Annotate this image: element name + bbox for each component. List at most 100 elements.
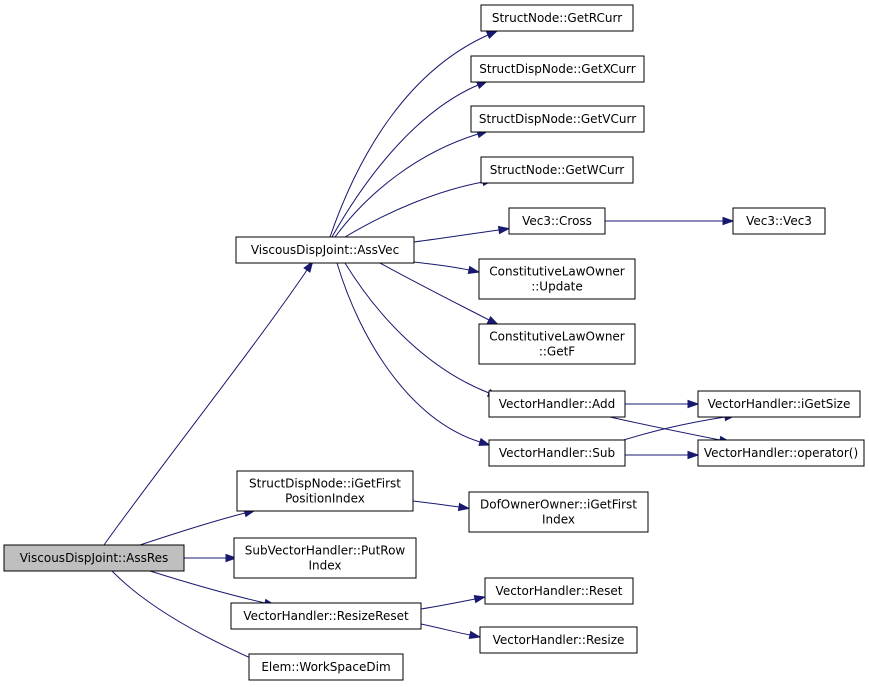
node-label: Elem::WorkSpaceDim	[261, 660, 390, 674]
node-box	[470, 105, 645, 133]
node-label: ViscousDispJoint::AssVec	[251, 243, 399, 257]
edge-sub-to-igetsize	[619, 412, 737, 442]
node-label: VectorHandler::iGetSize	[708, 397, 851, 411]
edge-sub-to-operator	[624, 450, 700, 460]
node-box	[732, 207, 826, 235]
edge-assvec-to-sub	[336, 262, 491, 446]
node-box	[508, 207, 606, 235]
arrowhead	[225, 553, 238, 563]
edge-resizereset-to-resize	[420, 623, 482, 639]
node-label: VectorHandler::ResizeReset	[243, 609, 409, 623]
edge-line	[331, 84, 479, 238]
node-resize[interactable]: VectorHandler::Resize	[479, 626, 638, 654]
node-box	[230, 602, 422, 630]
edge-line	[413, 229, 500, 243]
node-box	[468, 491, 649, 533]
node-label: VectorHandler::Reset	[496, 584, 623, 598]
node-label: StructNode::GetRCurr	[492, 11, 622, 25]
arrowhead	[303, 260, 314, 273]
node-vec3[interactable]: Vec3::Vec3	[732, 207, 826, 235]
node-add[interactable]: VectorHandler::Add	[488, 390, 626, 418]
edge-assvec-to-getvcurr	[334, 130, 490, 238]
node-label: StructDispNode::iGetFirst	[249, 477, 401, 491]
node-box	[488, 390, 626, 418]
edge-line	[413, 261, 470, 271]
node-label: ConstitutiveLawOwner	[489, 265, 625, 279]
node-label: Index	[308, 559, 341, 573]
edge-line	[412, 500, 460, 508]
node-igetsize[interactable]: VectorHandler::iGetSize	[697, 390, 861, 418]
arrowhead	[457, 502, 471, 512]
node-label: VectorHandler::Resize	[493, 633, 625, 647]
node-label: Vec3::Vec3	[746, 214, 812, 228]
node-getrcurr[interactable]: StructNode::GetRCurr	[480, 4, 634, 32]
edge-assvec-to-getwcurr	[344, 177, 495, 238]
node-label: SubVectorHandler::PutRow	[245, 544, 406, 558]
edge-assvec-to-add	[344, 262, 500, 398]
node-box	[233, 537, 417, 579]
edge-line	[344, 262, 490, 394]
edge-assvec-to-update	[413, 261, 481, 274]
arrowhead	[467, 265, 481, 274]
edge-line	[420, 598, 476, 610]
node-workspacedim[interactable]: Elem::WorkSpaceDim	[248, 653, 404, 681]
node-label: StructNode::GetWCurr	[490, 163, 625, 177]
node-label: Vec3::Cross	[522, 214, 592, 228]
edge-line	[420, 623, 471, 636]
edge-line	[336, 262, 481, 443]
node-box	[488, 439, 626, 467]
node-getwcurr[interactable]: StructNode::GetWCurr	[480, 156, 634, 184]
edge-add-to-igetsize	[624, 399, 700, 409]
edge-line	[149, 570, 266, 604]
node-cross[interactable]: Vec3::Cross	[508, 207, 606, 235]
node-sub[interactable]: VectorHandler::Sub	[488, 439, 626, 467]
edge-line	[334, 133, 479, 238]
node-label: Index	[542, 513, 575, 527]
node-getvcurr[interactable]: StructDispNode::GetVCurr	[470, 105, 645, 133]
node-label: VectorHandler::operator()	[704, 446, 858, 460]
node-getf[interactable]: ConstitutiveLawOwner::GetF	[478, 323, 636, 365]
arrowhead	[687, 450, 700, 460]
node-label: VectorHandler::Add	[499, 397, 616, 411]
node-label: ::GetF	[539, 345, 575, 359]
node-box	[236, 470, 414, 512]
edge-root-to-putrow	[184, 553, 238, 563]
node-box	[248, 653, 404, 681]
edge-line	[344, 181, 484, 238]
edge-assvec-to-getxcurr	[331, 80, 489, 238]
node-box	[478, 258, 636, 300]
edge-add-to-operator	[609, 416, 732, 444]
arrowhead	[485, 30, 499, 40]
arrowhead	[468, 630, 482, 639]
edge-line	[111, 570, 256, 661]
node-label: ::Update	[531, 280, 583, 294]
node-box	[3, 544, 185, 572]
edge-line	[619, 416, 726, 442]
arrowhead	[478, 437, 491, 446]
node-reset[interactable]: VectorHandler::Reset	[484, 577, 634, 605]
node-getxcurr[interactable]: StructDispNode::GetXCurr	[470, 55, 645, 83]
edge-line	[609, 416, 721, 441]
node-box	[470, 55, 645, 83]
node-layer: ViscousDispJoint::AssResViscousDispJoint…	[3, 4, 865, 681]
node-box	[697, 390, 861, 418]
arrowhead	[497, 225, 511, 235]
arrowhead	[486, 316, 500, 326]
node-box	[697, 439, 865, 467]
edge-line	[103, 269, 308, 546]
node-label: ConstitutiveLawOwner	[489, 330, 625, 344]
node-assvec[interactable]: ViscousDispJoint::AssVec	[235, 236, 415, 264]
edge-line	[379, 262, 490, 321]
node-label: StructDispNode::GetVCurr	[479, 112, 636, 126]
node-operator[interactable]: VectorHandler::operator()	[697, 439, 865, 467]
node-label: DofOwnerOwner::iGetFirst	[480, 498, 637, 512]
node-box	[480, 4, 634, 32]
node-resizereset[interactable]: VectorHandler::ResizeReset	[230, 602, 422, 630]
edge-line	[139, 512, 246, 546]
edge-root-to-assvec	[103, 260, 314, 546]
node-update[interactable]: ConstitutiveLawOwner::Update	[478, 258, 636, 300]
